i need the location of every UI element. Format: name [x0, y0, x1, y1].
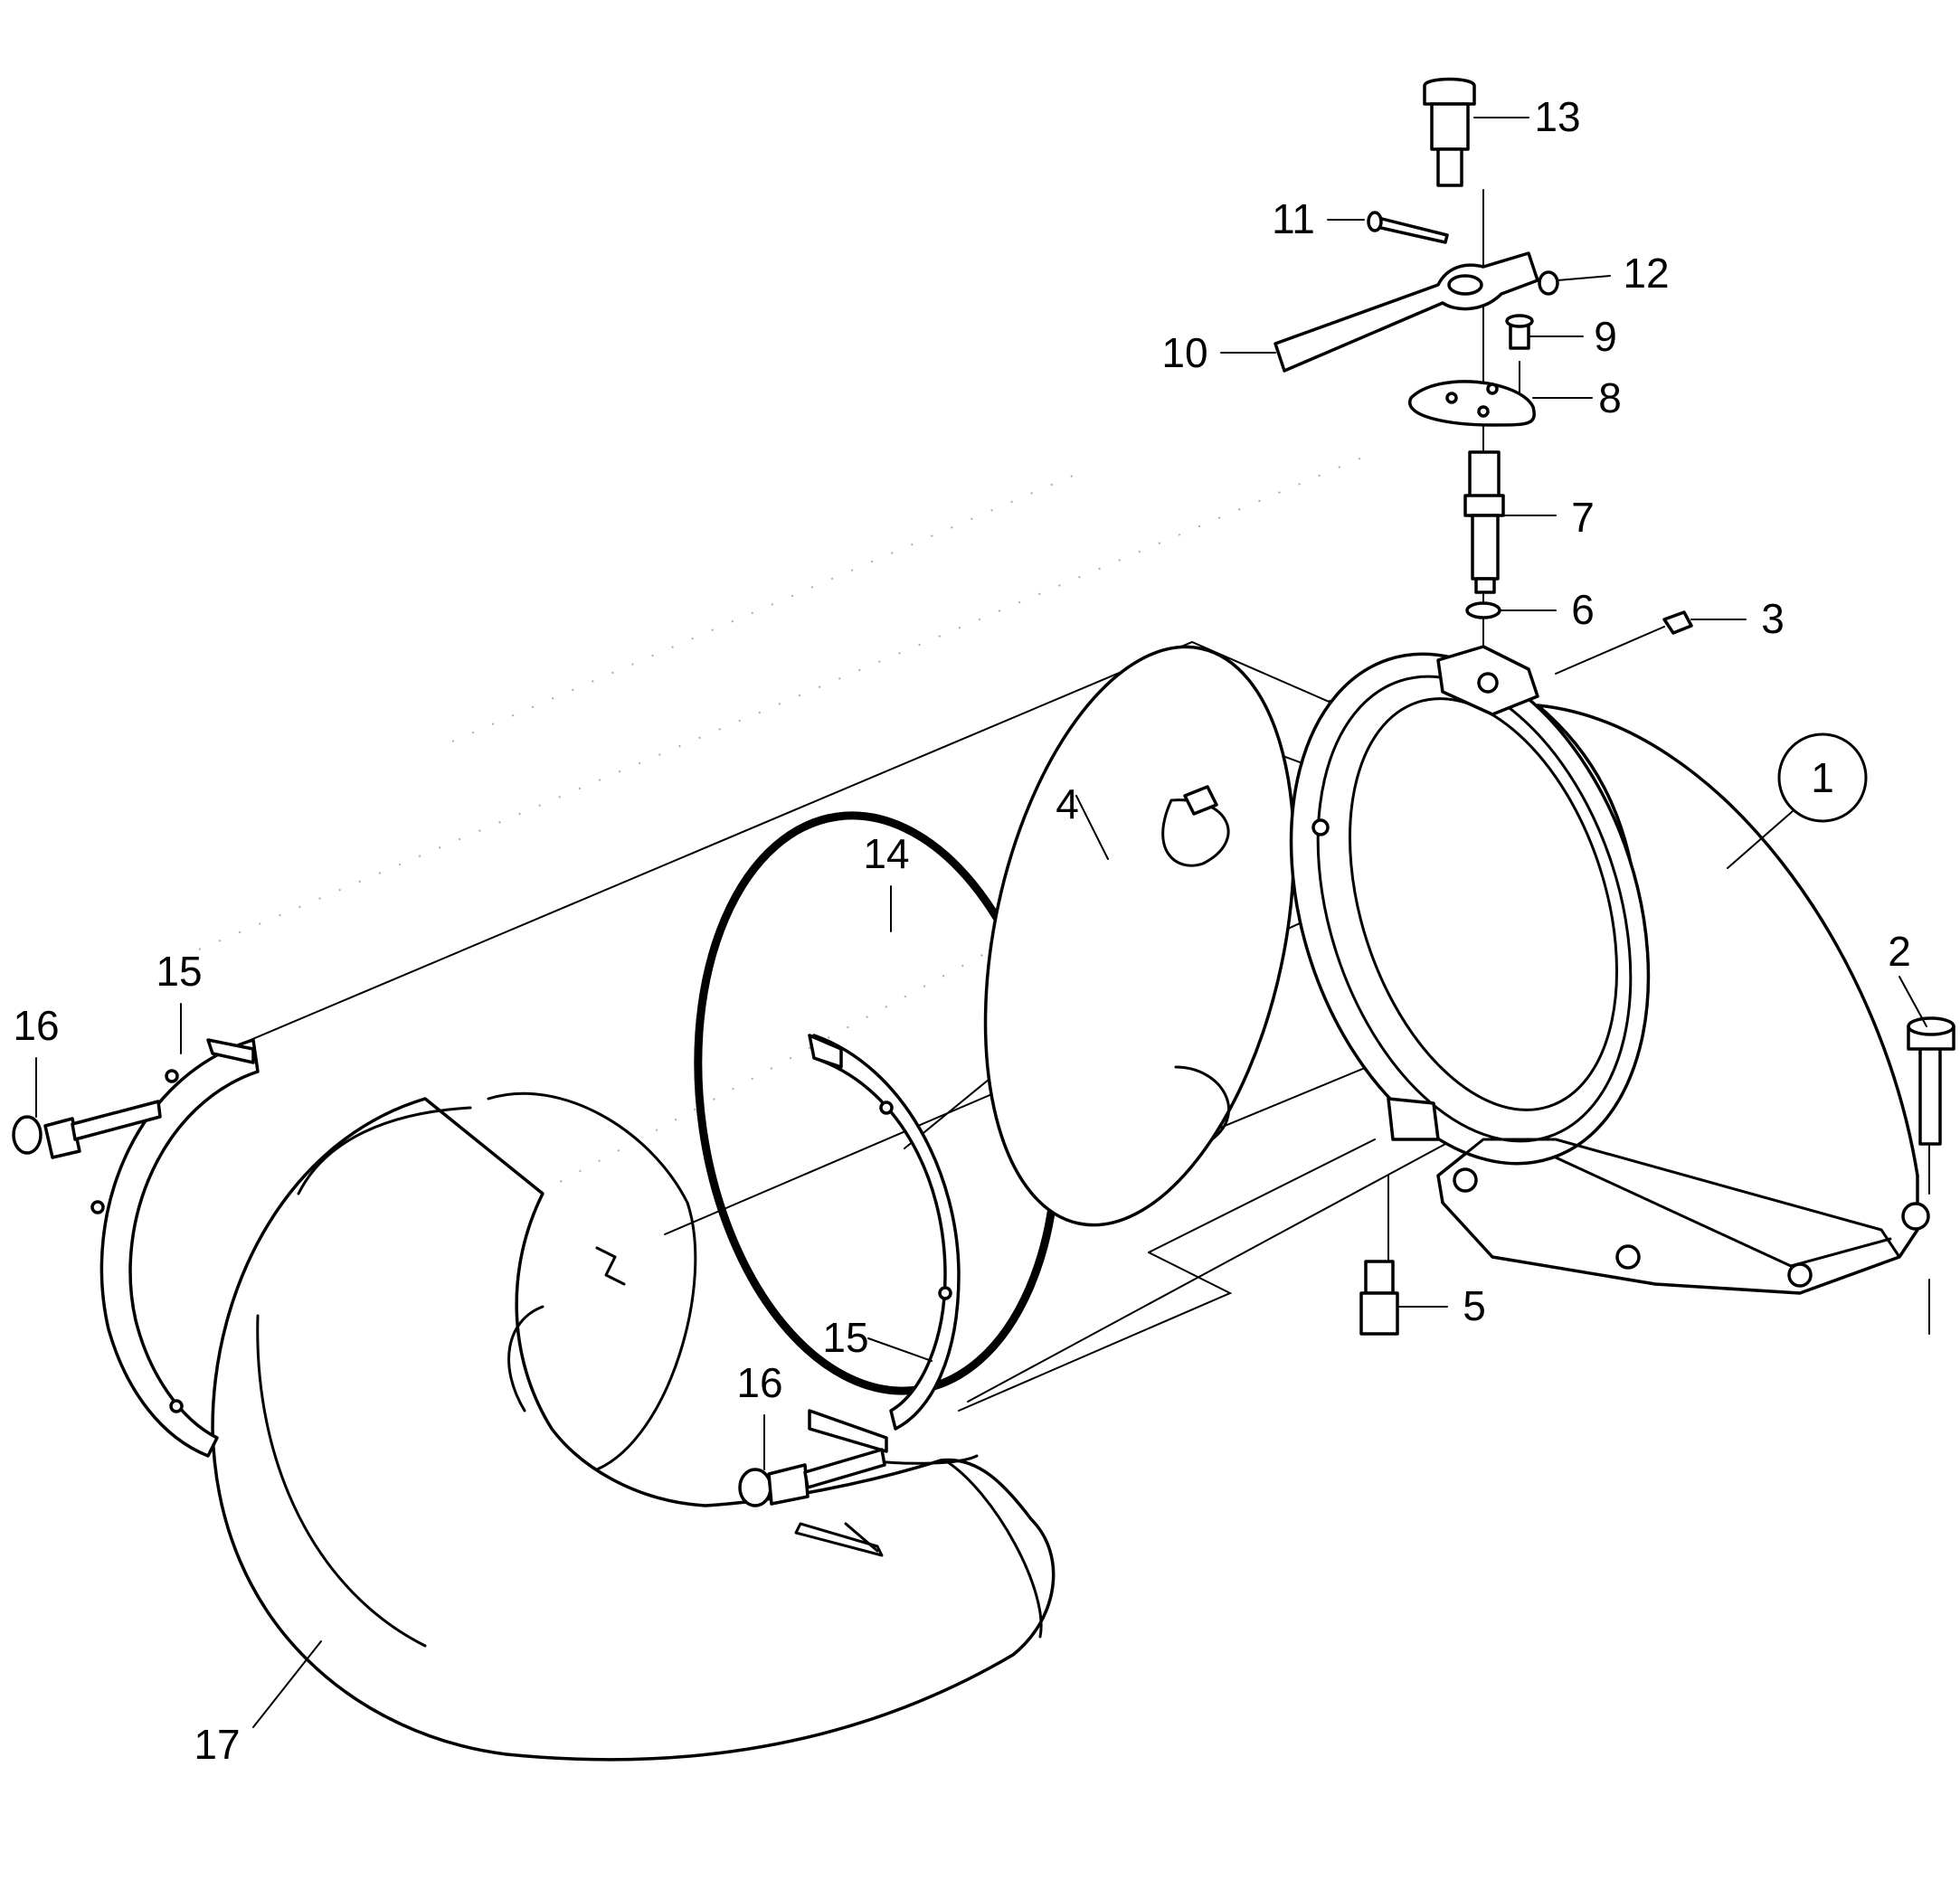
callout-labels: 1 2 3 4 5 6 7 8 9 10 11 12 13 14 15 15 1… — [13, 93, 1910, 1768]
housing — [1289, 645, 1930, 1295]
bolt-16-left — [12, 1100, 162, 1159]
bolt-2 — [1907, 1016, 1955, 1146]
leader-lines — [35, 117, 1927, 1728]
nut-12 — [1538, 270, 1559, 296]
cover-plate — [983, 645, 1296, 1227]
callout-1-circle — [1777, 732, 1868, 823]
callout-16-centre: 16 — [736, 1359, 782, 1406]
callout-13: 13 — [1534, 93, 1580, 140]
lever-10 — [1274, 251, 1539, 373]
callout-15-left: 15 — [156, 948, 202, 995]
callout-2: 2 — [1888, 928, 1911, 975]
callout-16-left: 16 — [13, 1002, 59, 1049]
bolt-16-centre — [738, 1448, 886, 1507]
sensor-5 — [1359, 1260, 1399, 1336]
callout-1: 1 — [1811, 754, 1834, 801]
callout-3: 3 — [1761, 595, 1785, 642]
callout-5: 5 — [1463, 1282, 1486, 1329]
screw-9 — [1505, 314, 1534, 350]
callout-11: 11 — [1272, 195, 1315, 242]
screw-11 — [1367, 211, 1449, 244]
knob-pin-13 — [1423, 77, 1476, 187]
centre-half-ring-seal — [808, 1034, 961, 1453]
shaft-7 — [1463, 450, 1505, 594]
callout-14: 14 — [863, 830, 909, 877]
callout-8: 8 — [1598, 374, 1622, 421]
dotted-guide-lines — [198, 451, 1448, 1357]
plug-3 — [1555, 610, 1693, 675]
callout-10: 10 — [1161, 329, 1207, 376]
callout-4: 4 — [1056, 780, 1079, 827]
callout-17: 17 — [194, 1721, 240, 1768]
callout-15-centre: 15 — [822, 1314, 868, 1361]
flange-plate-8 — [1408, 380, 1536, 427]
left-half-ring-seal — [90, 1038, 260, 1458]
callout-12: 12 — [1623, 250, 1669, 297]
washer-6 — [1465, 601, 1501, 619]
callout-6: 6 — [1571, 586, 1595, 633]
elbow-pipe — [211, 1091, 1056, 1762]
callout-9: 9 — [1594, 313, 1617, 360]
callout-7: 7 — [1571, 494, 1595, 541]
